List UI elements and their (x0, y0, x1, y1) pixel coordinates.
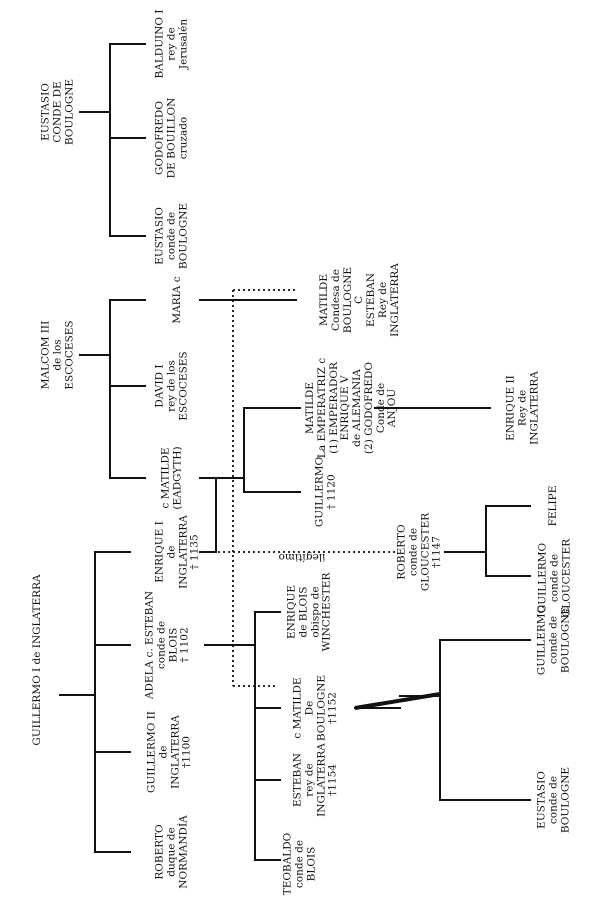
ilegitimo-label: ilegítimo (278, 550, 326, 563)
adela-c-esteban: ADELA c. ESTEBAN conde de BLOIS † 1102 (143, 590, 191, 700)
eustasio-hijo: EUSTASIO conde de BOULOGNE (153, 202, 189, 270)
malcom-iii: MALCOM III de los ESCOCESES (39, 320, 75, 390)
guillermo-i-de-inglaterra: GUILLERMO I de INGLATERRA (31, 574, 44, 746)
matilde-eadgyth: c MATILDE (EADGYTH) (159, 446, 183, 510)
roberto-duque-de-normandia: ROBERTO duque de NORMANDÍA (153, 815, 189, 889)
guillermo-1120: GUILLERMO † 1120 (313, 456, 337, 528)
enrique-ii: ENRIQUE II Rey de INGLATERRA (504, 371, 540, 445)
guillermo-ii: GUILLERMO II de INGLATERRA †1100 (145, 711, 193, 793)
david-i: DAVID I rey de los ESCOCESES (153, 351, 189, 421)
guillermo-conde-de-boulogne: GUILLERMO conde de BOULOGNE (535, 604, 571, 676)
matilde-condesa-de-boulogne: MATILDE Condesa de BOULOGNE C ESTEBAN Re… (317, 263, 401, 337)
teobaldo-conde-de-blois: TEOBALDO conde de BLOIS (281, 832, 317, 896)
roberto-de-gloucester: ROBERTO conde de GLOUCESTER †1147 (395, 512, 443, 592)
maria: MARIA c (171, 276, 184, 324)
balduino-i: BALDUINO I rey de Jerusalén (153, 9, 189, 79)
esteban-rey-de-inglaterra: ESTEBAN rey de INGLATERRA †1154 (291, 743, 339, 817)
eustasio-conde-de-boulogne-2: EUSTASIO conde de BOULOGNE (535, 766, 571, 834)
matilde-emperatriz: MATILDE La EMPERATRIZ c (1) EMPERADOR EN… (304, 357, 399, 459)
matilde-de-boulogne: c MATILDE De BOULOGNE †1152 (291, 674, 339, 742)
enrique-de-blois: ENRIQUE de BLOIS obispo de WINCHESTER (285, 572, 333, 652)
felipe: FELIPE (547, 485, 560, 527)
enrique-i: ENRIQUE I de INGLATERRA † 1135 (153, 515, 201, 589)
godofredo-de-bouillon: GODOFREDO DE BOUILLON cruzado (153, 97, 189, 179)
eustasio-conde-de-boulogne: EUSTASIO CONDE DE BOULOGNE (39, 78, 75, 146)
